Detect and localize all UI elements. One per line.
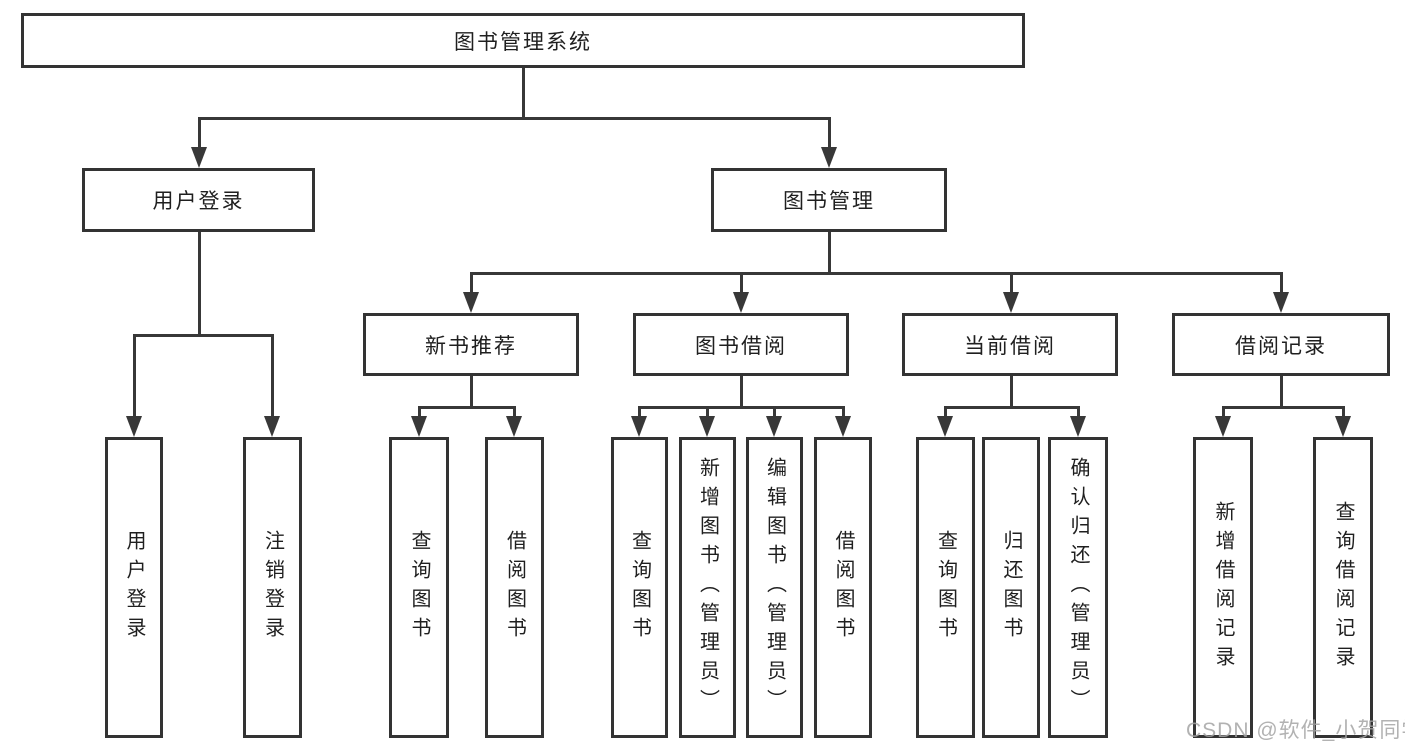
arrowhead-icon	[191, 147, 207, 168]
node-label: 新增图书（管理员）	[696, 457, 719, 718]
leaf-borrow-books-recommend: 借阅图书	[485, 437, 544, 738]
node-label: 确认归还（管理员）	[1067, 457, 1089, 718]
node-label: 新增借阅记录	[1212, 500, 1234, 675]
arrowhead-icon	[1215, 416, 1231, 437]
connector-line	[469, 271, 1283, 275]
leaf-user-login: 用户登录	[105, 437, 163, 738]
leaf-return-books: 归还图书	[982, 437, 1040, 738]
connector-line	[827, 232, 831, 273]
arrowhead-icon	[1273, 292, 1289, 313]
connector-line	[637, 405, 845, 409]
node-label: 查询图书	[628, 529, 651, 646]
arrowhead-icon	[126, 416, 142, 437]
connector-line	[132, 333, 274, 337]
connector-line	[1009, 273, 1013, 294]
arrowhead-icon	[766, 416, 782, 437]
leaf-edit-books-admin: 编辑图书（管理员）	[746, 437, 803, 738]
arrowhead-icon	[733, 292, 749, 313]
leaf-query-books-borrowing: 查询图书	[611, 437, 668, 738]
node-borrowing-records: 借阅记录	[1172, 313, 1390, 376]
node-label: 注销登录	[261, 529, 284, 646]
connector-line	[1221, 407, 1225, 418]
arrowhead-icon	[463, 292, 479, 313]
connector-line	[943, 407, 947, 418]
connector-line	[417, 407, 421, 418]
node-library-management-system: 图书管理系统	[21, 13, 1025, 68]
connector-line	[1221, 405, 1345, 409]
arrowhead-icon	[835, 416, 851, 437]
node-label: 图书管理	[783, 190, 875, 213]
connector-line	[1076, 407, 1080, 418]
watermark: CSDN @软件_小贺同学	[1186, 719, 1405, 742]
leaf-query-books-current: 查询图书	[916, 437, 975, 738]
node-label: 图书管理系统	[454, 30, 592, 54]
connector-line	[772, 407, 776, 418]
connector-line	[739, 376, 743, 408]
connector-line	[521, 68, 525, 118]
arrowhead-icon	[411, 416, 427, 437]
leaf-add-books-admin: 新增图书（管理员）	[679, 437, 736, 738]
connector-line	[270, 335, 274, 418]
arrowhead-icon	[1003, 292, 1019, 313]
arrowhead-icon	[699, 416, 715, 437]
node-book-borrowing: 图书借阅	[633, 313, 849, 376]
node-label: 用户登录	[123, 529, 145, 646]
leaf-confirm-return-admin: 确认归还（管理员）	[1048, 437, 1108, 738]
arrowhead-icon	[1335, 416, 1351, 437]
connector-line	[637, 407, 641, 418]
arrowhead-icon	[506, 416, 522, 437]
arrowhead-icon	[821, 147, 837, 168]
node-label: 查询借阅记录	[1332, 500, 1354, 675]
node-user-login-group: 用户登录	[82, 168, 315, 232]
connector-line	[1279, 273, 1283, 294]
node-label: 借阅图书	[503, 529, 526, 646]
arrowhead-icon	[1070, 416, 1086, 437]
node-new-book-recommendation: 新书推荐	[363, 313, 579, 376]
connector-line	[827, 118, 831, 149]
node-label: 当前借阅	[964, 334, 1056, 358]
connector-line	[512, 407, 516, 418]
connector-line	[469, 273, 473, 294]
node-label: 借阅图书	[832, 529, 854, 646]
node-label: 查询图书	[408, 529, 430, 646]
node-label: 归还图书	[1000, 529, 1022, 646]
arrowhead-icon	[264, 416, 280, 437]
leaf-query-books-recommend: 查询图书	[389, 437, 449, 738]
node-label: 用户登录	[152, 190, 245, 213]
arrowhead-icon	[937, 416, 953, 437]
node-label: 新书推荐	[425, 334, 517, 358]
arrowhead-icon	[631, 416, 647, 437]
connector-line	[841, 407, 845, 418]
node-label: 图书借阅	[695, 334, 787, 358]
connector-line	[197, 232, 201, 335]
connector-line	[1009, 376, 1013, 408]
leaf-borrow-books: 借阅图书	[814, 437, 872, 738]
connector-line	[469, 376, 473, 408]
connector-line	[197, 116, 831, 120]
connector-line	[739, 273, 743, 294]
leaf-logout: 注销登录	[243, 437, 302, 738]
connector-line	[417, 405, 516, 409]
connector-line	[132, 335, 136, 418]
connector-line	[705, 407, 709, 418]
node-current-borrowing: 当前借阅	[902, 313, 1118, 376]
node-book-management: 图书管理	[711, 168, 947, 232]
leaf-add-borrow-record: 新增借阅记录	[1193, 437, 1253, 738]
connector-line	[943, 405, 1080, 409]
node-label: 编辑图书（管理员）	[763, 457, 786, 718]
connector-line	[197, 118, 201, 149]
node-label: 借阅记录	[1235, 334, 1327, 358]
connector-line	[1341, 407, 1345, 418]
connector-line	[1279, 376, 1283, 408]
leaf-query-borrow-record: 查询借阅记录	[1313, 437, 1373, 738]
node-label: 查询图书	[934, 529, 957, 646]
